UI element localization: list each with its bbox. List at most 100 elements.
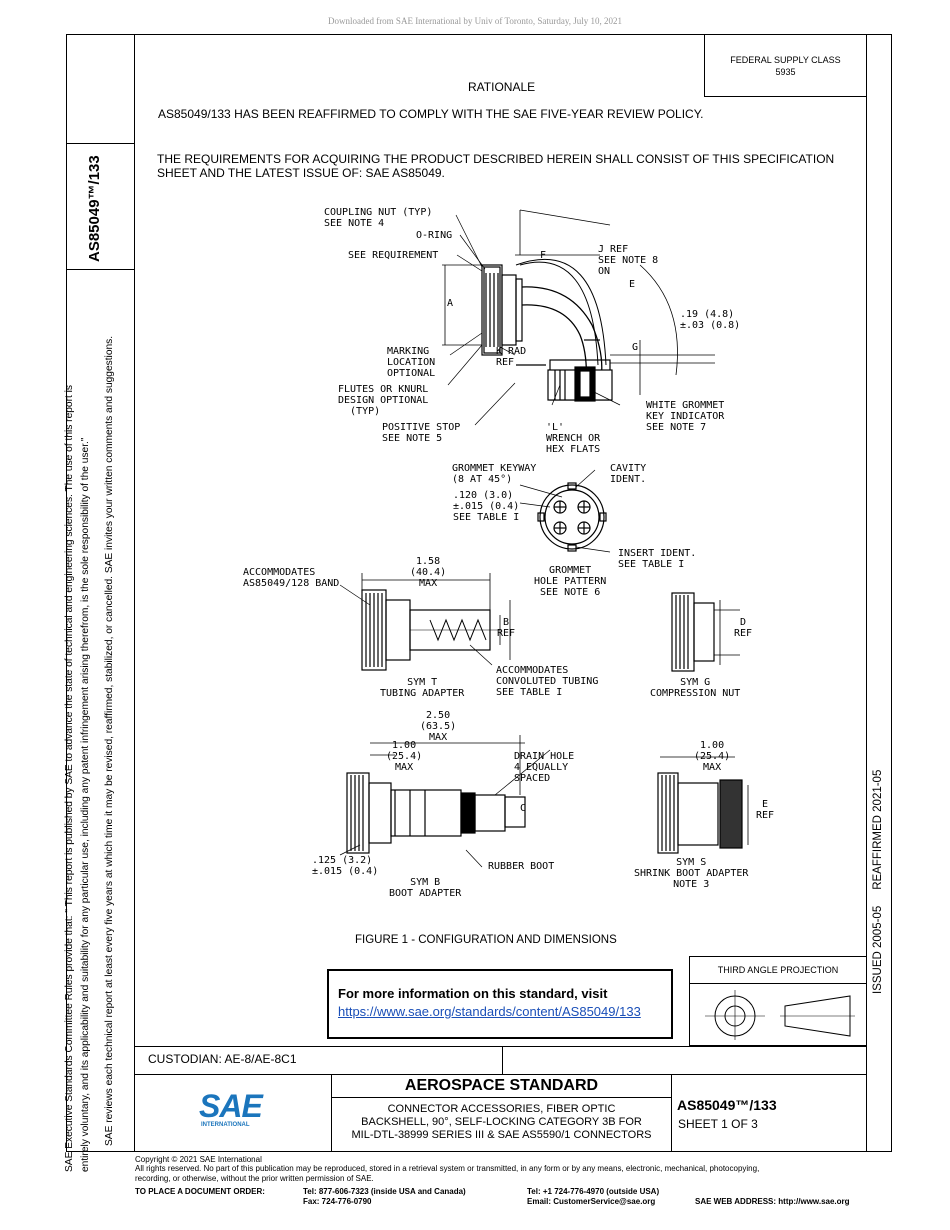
- info-box: [327, 969, 673, 1039]
- frame-left: [66, 34, 67, 1152]
- reaffirmed-text: REAFFIRMED 2021-05: [872, 769, 884, 890]
- label-accommodates-tubing: ACCOMMODATES CONVOLUTED TUBING SEE TABLE…: [496, 665, 599, 698]
- supply-class-box: [704, 34, 867, 97]
- footer-web[interactable]: SAE WEB ADDRESS: http://www.sae.org: [695, 1197, 850, 1206]
- label-dim-125: .125 (3.2) ±.015 (0.4): [312, 855, 379, 877]
- label-white-grommet: WHITE GROMMET KEY INDICATOR SEE NOTE 7: [646, 400, 725, 433]
- label-marking: MARKING LOCATION OPTIONAL: [387, 346, 436, 379]
- sae-logo: SAE INTERNATIONAL: [199, 1090, 269, 1138]
- sym-g-view: [671, 592, 740, 672]
- footer-email[interactable]: Email: CustomerService@sae.org: [527, 1197, 656, 1206]
- info-heading: For more information on this standard, v…: [338, 986, 608, 1001]
- label-drain-hole: DRAIN HOLE 4 EQUALLY SPACED: [514, 751, 575, 784]
- custodian-divider: [134, 1074, 867, 1075]
- notice-line-2: entirely voluntary, and its applicabilit…: [80, 437, 91, 1172]
- doc-number-box-top: [66, 143, 135, 144]
- label-sym-b: SYM B BOOT ADAPTER: [389, 877, 462, 899]
- sym-s-view: [657, 756, 749, 854]
- custodian: CUSTODIAN: AE-8/AE-8C1: [148, 1052, 297, 1066]
- rationale-text: AS85049/133 HAS BEEN REAFFIRMED TO COMPL…: [158, 107, 704, 121]
- footer-order-label: TO PLACE A DOCUMENT ORDER:: [135, 1187, 265, 1196]
- label-sym-t: SYM T TUBING ADAPTER: [380, 677, 465, 699]
- label-positive-stop: POSITIVE STOP SEE NOTE 5: [382, 422, 461, 444]
- label-dim-100b: 1.00 (25.4) MAX: [694, 740, 731, 773]
- frame-inner-left: [134, 34, 135, 1152]
- label-flutes: FLUTES OR KNURL DESIGN OPTIONAL (TYP): [338, 384, 429, 417]
- requirements-line-2: SHEET AND THE LATEST ISSUE OF: SAE AS850…: [157, 166, 445, 180]
- label-e-ref: E REF: [756, 799, 775, 821]
- footer-fax: Fax: 724-776-0790: [303, 1197, 372, 1206]
- label-b-ref: B REF: [497, 617, 516, 639]
- figure-drawing: [339, 209, 749, 868]
- label-sym-s: SYM S SHRINK BOOT ADAPTER NOTE 3: [634, 857, 749, 890]
- label-dim-100a: 1.00 (25.4) MAX: [386, 740, 423, 773]
- supply-class-value: 5935: [775, 67, 796, 77]
- label-grommet-hole: GROMMET HOLE PATTERN SEE NOTE 6: [534, 565, 607, 598]
- label-dim-158: 1.58 (40.4) MAX: [410, 556, 447, 589]
- label-c: C: [520, 803, 527, 814]
- margin-doc-number: AS85049™/133: [86, 155, 103, 262]
- projection-symbol: [705, 990, 855, 1040]
- label-d-ref: D REF: [734, 617, 753, 639]
- label-insert-ident: INSERT IDENT. SEE TABLE I: [618, 548, 697, 570]
- figure-caption: FIGURE 1 - CONFIGURATION AND DIMENSIONS: [355, 934, 617, 946]
- rationale-title: RATIONALE: [468, 80, 536, 94]
- title-line-1: CONNECTOR ACCESSORIES, FIBER OPTIC: [387, 1103, 616, 1115]
- custodian-v-divider: [502, 1046, 503, 1074]
- label-dim-250: 2.50 (63.5) MAX: [420, 710, 457, 743]
- backshell-90-view: [442, 209, 715, 426]
- title-block-top: [134, 1046, 867, 1047]
- projection-box: [689, 956, 867, 1046]
- sym-b-view: [339, 735, 551, 868]
- label-o-ring: O-RING: [416, 230, 453, 241]
- issued-date: ISSUED 2005-05 REAFFIRMED 2021-05: [872, 770, 884, 994]
- sheet-number: SHEET 1 OF 3: [678, 1117, 758, 1131]
- label-cavity: CAVITY IDENT.: [610, 463, 647, 485]
- title-doc-number: AS85049™/133: [677, 1097, 777, 1113]
- supply-class-label: FEDERAL SUPPLY CLASS: [730, 55, 841, 65]
- footer-rights-2: recording, or otherwise, without the pri…: [135, 1174, 374, 1183]
- doc-number-box-bottom: [66, 269, 135, 270]
- requirements-line-1: THE REQUIREMENTS FOR ACQUIRING THE PRODU…: [157, 152, 835, 166]
- sae-logo-sub: INTERNATIONAL: [201, 1122, 250, 1128]
- label-l-wrench: 'L' WRENCH OR HEX FLATS: [546, 422, 601, 455]
- notice-line-3: SAE reviews each technical report at lea…: [104, 335, 115, 1146]
- label-j-ref: J REF SEE NOTE 8 ON: [598, 244, 659, 277]
- notice-line-1: SAE Executive Standards Committee Rules …: [64, 385, 75, 1172]
- projection-divider: [689, 983, 867, 984]
- label-a: A: [447, 298, 454, 309]
- frame-inner-right: [866, 34, 867, 1152]
- issued-text: ISSUED 2005-05: [872, 905, 884, 994]
- label-grommet-keyway: GROMMET KEYWAY (8 AT 45°): [452, 463, 537, 485]
- label-coupling-nut: COUPLING NUT (TYP) SEE NOTE 4: [324, 207, 433, 229]
- title-divider: [671, 1074, 672, 1152]
- label-k-rad: K RAD REF: [496, 346, 527, 368]
- title-line-2: BACKSHELL, 90°, SELF-LOCKING CATEGORY 3B…: [361, 1116, 642, 1128]
- footer-tel-usa: Tel: 877-606-7323 (inside USA and Canada…: [303, 1187, 466, 1196]
- footer-copyright: Copyright © 2021 SAE International: [135, 1155, 262, 1164]
- sae-logo-text: SAE: [199, 1088, 263, 1124]
- projection-label: THIRD ANGLE PROJECTION: [717, 965, 839, 975]
- label-dim-19: .19 (4.8) ±.03 (0.8): [680, 309, 741, 331]
- frame-bottom: [66, 1151, 892, 1152]
- label-g: G: [632, 342, 639, 353]
- label-e-mark: E: [629, 279, 636, 290]
- sym-t-view: [339, 573, 511, 671]
- frame-top: [66, 34, 892, 35]
- label-sym-g: SYM G COMPRESSION NUT: [650, 677, 741, 699]
- standard-type: AEROSPACE STANDARD: [404, 1077, 599, 1094]
- footer-rights-1: All rights reserved. No part of this pub…: [135, 1164, 760, 1173]
- label-rubber-boot: RUBBER BOOT: [488, 861, 555, 872]
- frame-right: [891, 34, 892, 1152]
- download-notice: Downloaded from SAE International by Uni…: [327, 16, 623, 26]
- footer-tel-outside: Tel: +1 724-776-4970 (outside USA): [527, 1187, 660, 1196]
- standard-type-underline: [331, 1097, 672, 1098]
- label-f: F: [540, 250, 547, 261]
- label-dim-120: .120 (3.0) ±.015 (0.4) SEE TABLE I: [453, 490, 520, 523]
- standard-link[interactable]: https://www.sae.org/standards/content/AS…: [338, 1004, 641, 1019]
- label-see-requirement: SEE REQUIREMENT: [348, 250, 439, 261]
- label-accommodates-band: ACCOMMODATES AS85049/128 BAND: [243, 567, 340, 589]
- logo-divider: [331, 1074, 332, 1152]
- title-line-3: MIL-DTL-38999 SERIES III & SAE AS5590/1 …: [351, 1129, 652, 1141]
- grommet-end-view: [519, 469, 611, 553]
